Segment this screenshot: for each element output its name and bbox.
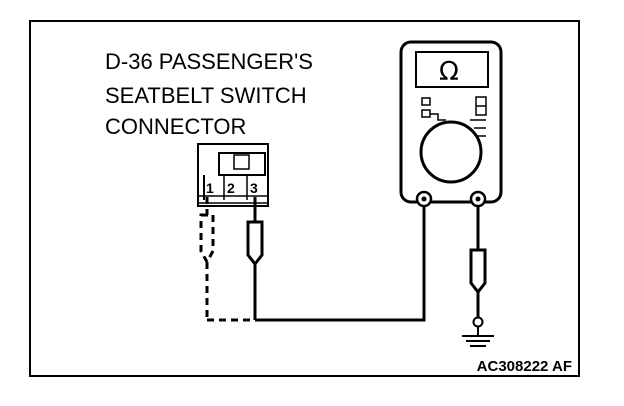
connector-label-line-3: CONNECTOR [105, 114, 246, 139]
ohmmeter-icon [399, 40, 503, 208]
probe-pin-3 [246, 197, 426, 322]
connector-label-line-2: SEATBELT SWITCH [105, 83, 307, 108]
connector-pin-2: 2 [227, 180, 235, 196]
probe-pin-1-dashed [199, 197, 255, 322]
ground-probe [469, 206, 487, 328]
ground-symbol-icon [462, 327, 494, 347]
reference-code: AC308222 AF [477, 358, 572, 375]
connector-pin-1: 1 [206, 180, 214, 196]
meter-display-symbol: Ω [439, 57, 459, 87]
seatbelt-switch-connector [197, 143, 269, 207]
connector-label-line-1: D-36 PASSENGER'S [105, 49, 313, 74]
connector-pin-3: 3 [250, 180, 258, 196]
